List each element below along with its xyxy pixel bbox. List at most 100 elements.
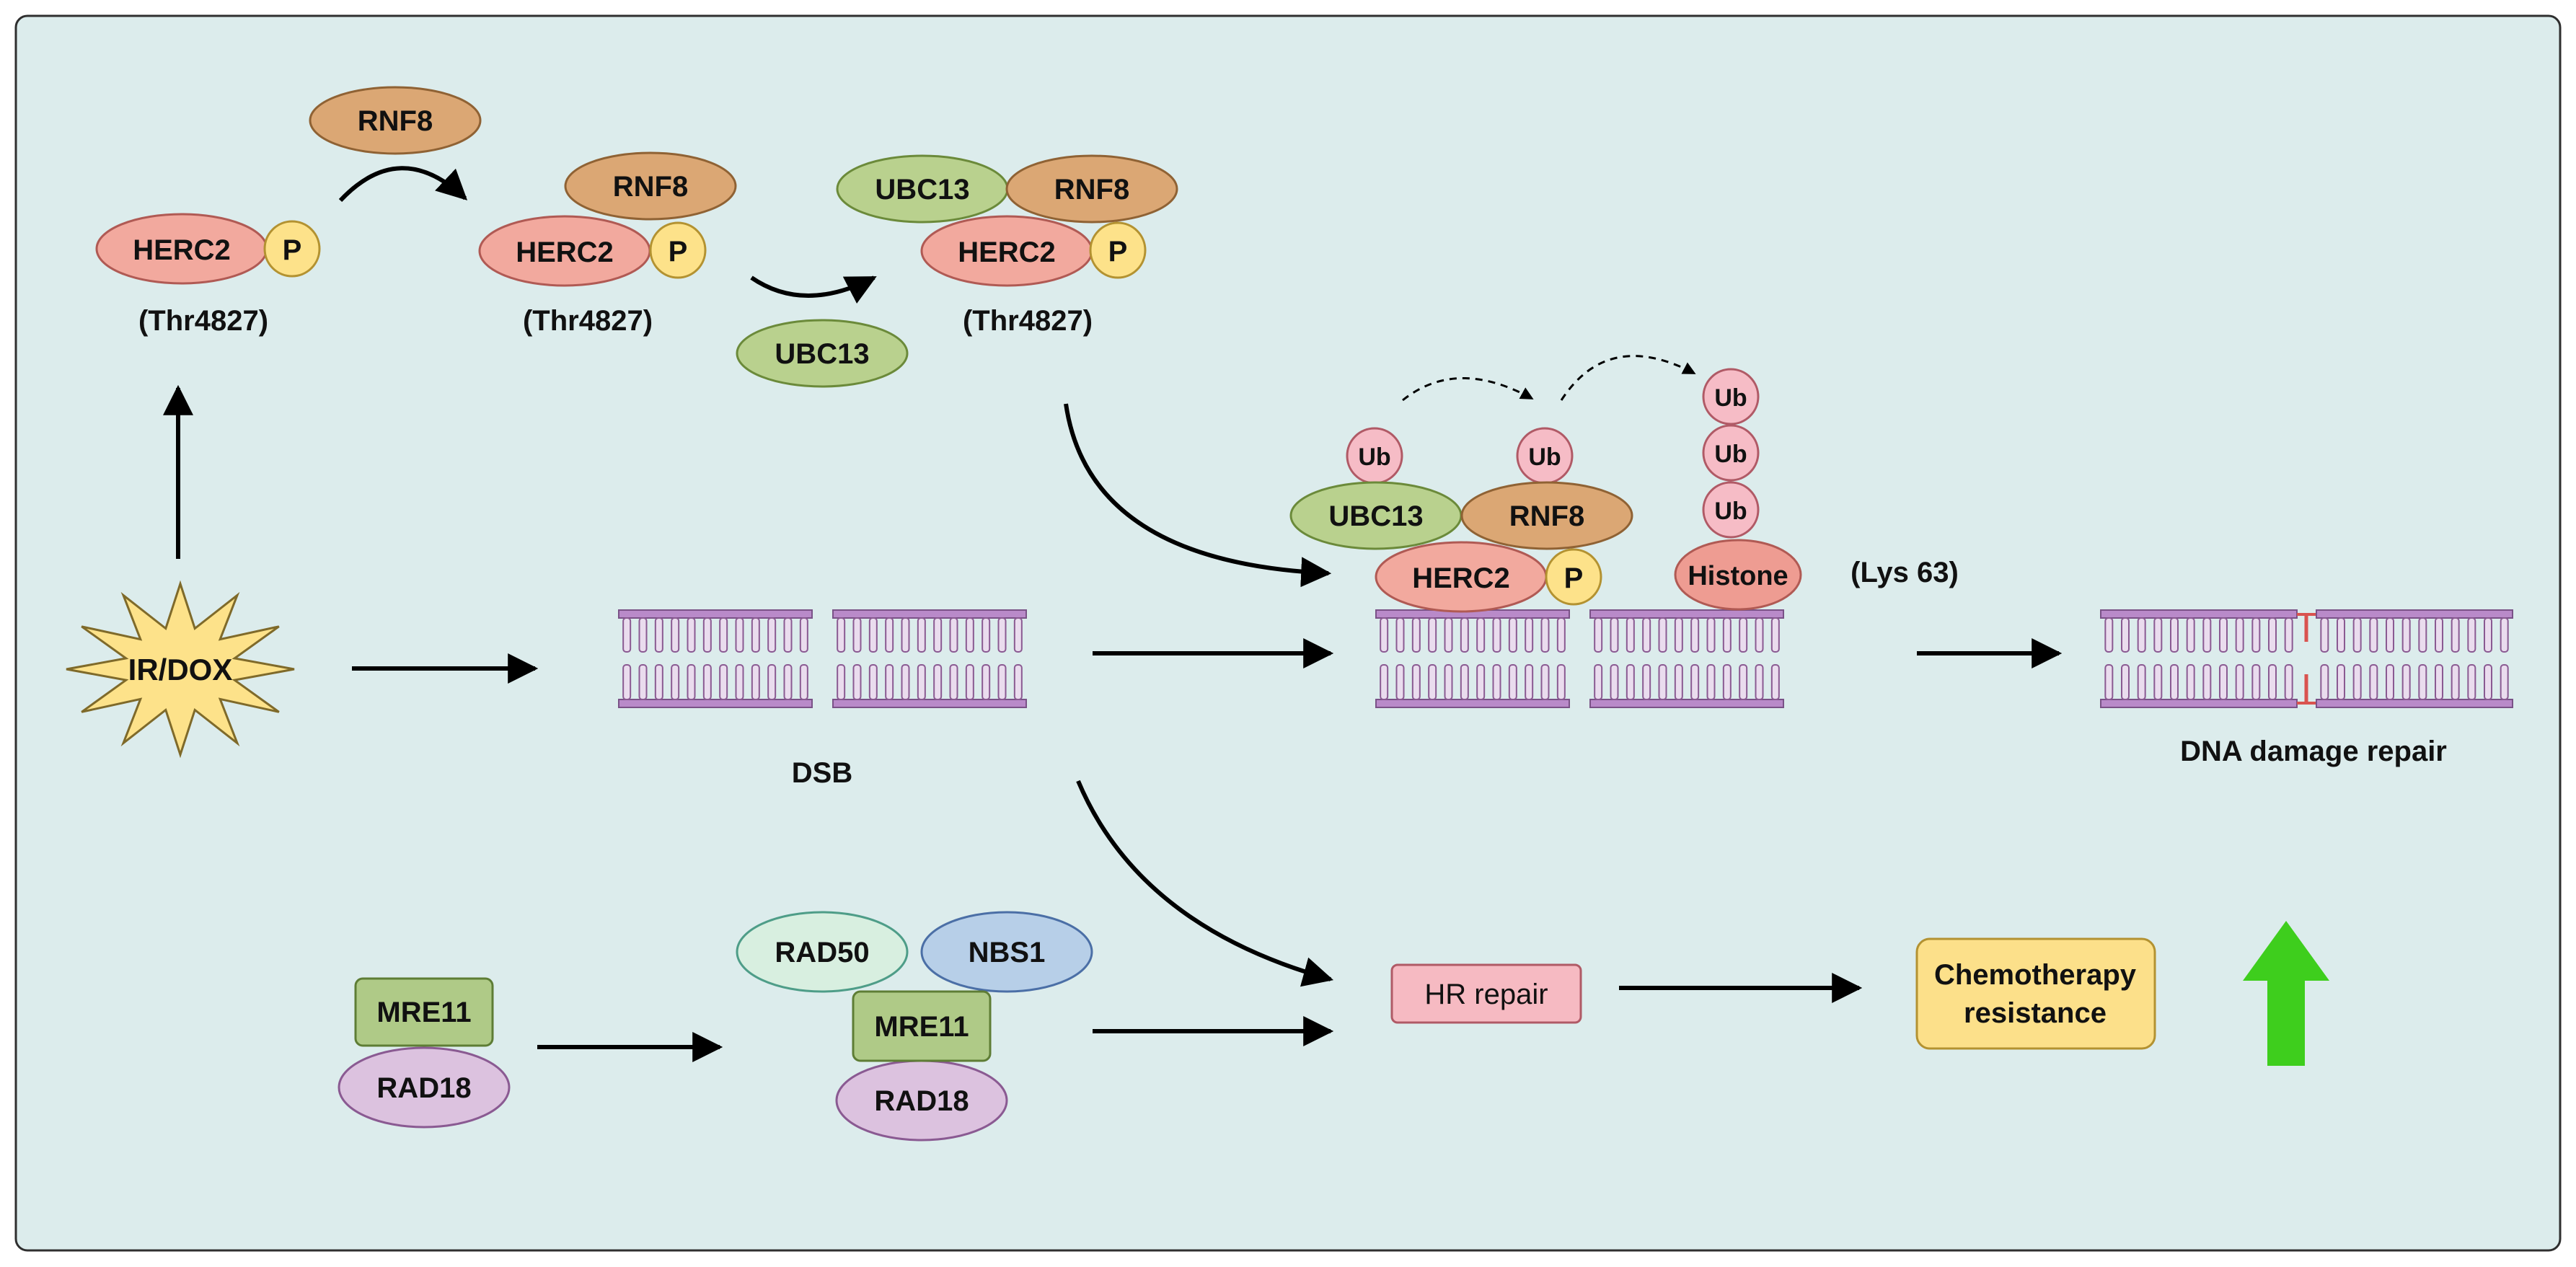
dna-base-rung xyxy=(1674,664,1683,700)
dna-base-rung xyxy=(2386,617,2394,653)
phospho-label: P xyxy=(669,236,688,268)
dna-base-rung xyxy=(2352,617,2362,653)
dna-backbone-bottom xyxy=(618,699,813,708)
rnf8-node xyxy=(564,151,737,221)
mre11-node xyxy=(354,977,494,1047)
dna-base-rung xyxy=(622,664,632,700)
nbs1-node xyxy=(920,911,1093,993)
mre11-node xyxy=(852,990,992,1062)
rnf8-label: RNF8 xyxy=(1054,174,1129,206)
dna-base-rung xyxy=(719,664,728,700)
dna-base-rung xyxy=(735,617,744,653)
dna-base-rung xyxy=(1739,617,1748,653)
dna-base-rung xyxy=(1770,617,1780,653)
herc2-rnf8-ubc13-complex: UBC13 RNF8 HERC2 P (Thr4827) xyxy=(836,154,1178,337)
mrn-complex: RAD50 NBS1 RAD18 MRE11 xyxy=(736,911,1093,1142)
phospho-label: P xyxy=(1564,562,1584,594)
dna-base-rung xyxy=(2352,664,2362,700)
dna-base-rung xyxy=(1770,664,1780,700)
dna-base-rung xyxy=(901,617,910,653)
dna-base-rung xyxy=(868,664,878,700)
dna-base-rung xyxy=(783,664,793,700)
dna-base-rung xyxy=(1739,664,1748,700)
dna-base-rung xyxy=(1626,617,1635,653)
dna-base-rung xyxy=(2137,617,2146,653)
dna-backbone-top xyxy=(1589,609,1784,619)
dna-backbone-bottom xyxy=(832,699,1027,708)
dna-base-rung xyxy=(1674,617,1683,653)
dna-base-rung xyxy=(702,664,712,700)
nbs1-label: NBS1 xyxy=(969,937,1046,968)
phospho-node xyxy=(649,221,707,279)
herc2-phospho-step1: HERC2 P (Thr4827) xyxy=(95,213,321,337)
dna-base-rung xyxy=(1755,617,1764,653)
mre11-rad18-pair: RAD18 MRE11 xyxy=(338,977,511,1129)
dna-base-rung xyxy=(638,617,648,653)
rnf8-label: RNF8 xyxy=(358,105,433,137)
dna-base-rung xyxy=(1380,664,1389,700)
dna-base-rung xyxy=(868,617,878,653)
dna-base-rung xyxy=(2320,617,2329,653)
dna-base-rung xyxy=(1706,617,1716,653)
dna-base-rung xyxy=(2268,664,2277,700)
dna-base-rung xyxy=(2451,664,2460,700)
dna-base-rung xyxy=(1594,617,1603,653)
chemo-label-line1: Chemotherapy xyxy=(1934,959,2137,991)
dna-base-rung xyxy=(2219,617,2228,653)
dna-base-rung xyxy=(1594,664,1603,700)
dna-base-rung xyxy=(2104,617,2114,653)
dna-base-rung xyxy=(2500,664,2509,700)
dna-base-rung xyxy=(2484,664,2492,700)
dna-base-rung xyxy=(687,664,696,700)
dna-base-rung xyxy=(1690,617,1700,653)
ub-chain-node xyxy=(1702,424,1760,482)
dna-base-rung xyxy=(799,664,808,700)
phospho-node xyxy=(1545,548,1602,606)
dna-base-rung xyxy=(767,617,777,653)
dna-base-rung xyxy=(2386,664,2394,700)
dna-base-rung xyxy=(997,617,1007,653)
dna-base-rung xyxy=(1411,617,1421,653)
dna-base-rung xyxy=(1525,617,1534,653)
dna-base-rung xyxy=(2451,617,2460,653)
dna-base-rung xyxy=(783,617,793,653)
dna-base-rung xyxy=(2235,617,2244,653)
rnf8-node xyxy=(1005,154,1178,224)
dna-base-rung xyxy=(751,617,760,653)
chemo-label-line2: resistance xyxy=(1964,997,2107,1029)
dna-base-rung xyxy=(1492,664,1501,700)
dna-base-rung xyxy=(702,617,712,653)
dna-base-rung xyxy=(901,664,910,700)
dna-repair-label: DNA damage repair xyxy=(2180,736,2447,767)
dna-base-rung xyxy=(2153,617,2163,653)
dna-recruitment-strands xyxy=(1375,609,1784,708)
dna-base-rung xyxy=(2401,664,2411,700)
dna-base-rung xyxy=(1013,617,1023,653)
herc2-label: HERC2 xyxy=(1412,562,1510,594)
dna-backbone-bottom xyxy=(2316,699,2513,708)
dna-base-rung xyxy=(1706,664,1716,700)
dna-base-rung xyxy=(622,617,632,653)
dna-base-rung xyxy=(2153,664,2163,700)
dna-base-rung xyxy=(917,617,926,653)
dna-base-rung xyxy=(2186,617,2195,653)
ir-dox-star: IR/DOX xyxy=(66,580,295,759)
dna-base-rung xyxy=(1626,664,1635,700)
dna-base-rung xyxy=(933,617,943,653)
dna-base-rung xyxy=(2219,664,2228,700)
dna-base-rung xyxy=(2320,664,2329,700)
dna-base-rung xyxy=(1755,664,1764,700)
dna-base-rung xyxy=(2170,617,2179,653)
rnf8-label: RNF8 xyxy=(613,171,688,203)
ir-dox-star-shape xyxy=(66,580,295,759)
dna-base-rung xyxy=(1508,617,1517,653)
dna-base-rung xyxy=(2137,664,2146,700)
dna-backbone-bottom xyxy=(1375,699,1570,708)
dna-backbone-bottom xyxy=(1589,699,1784,708)
dna-base-rung xyxy=(2369,617,2378,653)
dna-base-rung xyxy=(965,617,974,653)
dna-base-rung xyxy=(1610,617,1619,653)
dna-base-rung xyxy=(837,617,846,653)
dna-base-rung xyxy=(1690,664,1700,700)
dna-base-rung xyxy=(1460,664,1469,700)
